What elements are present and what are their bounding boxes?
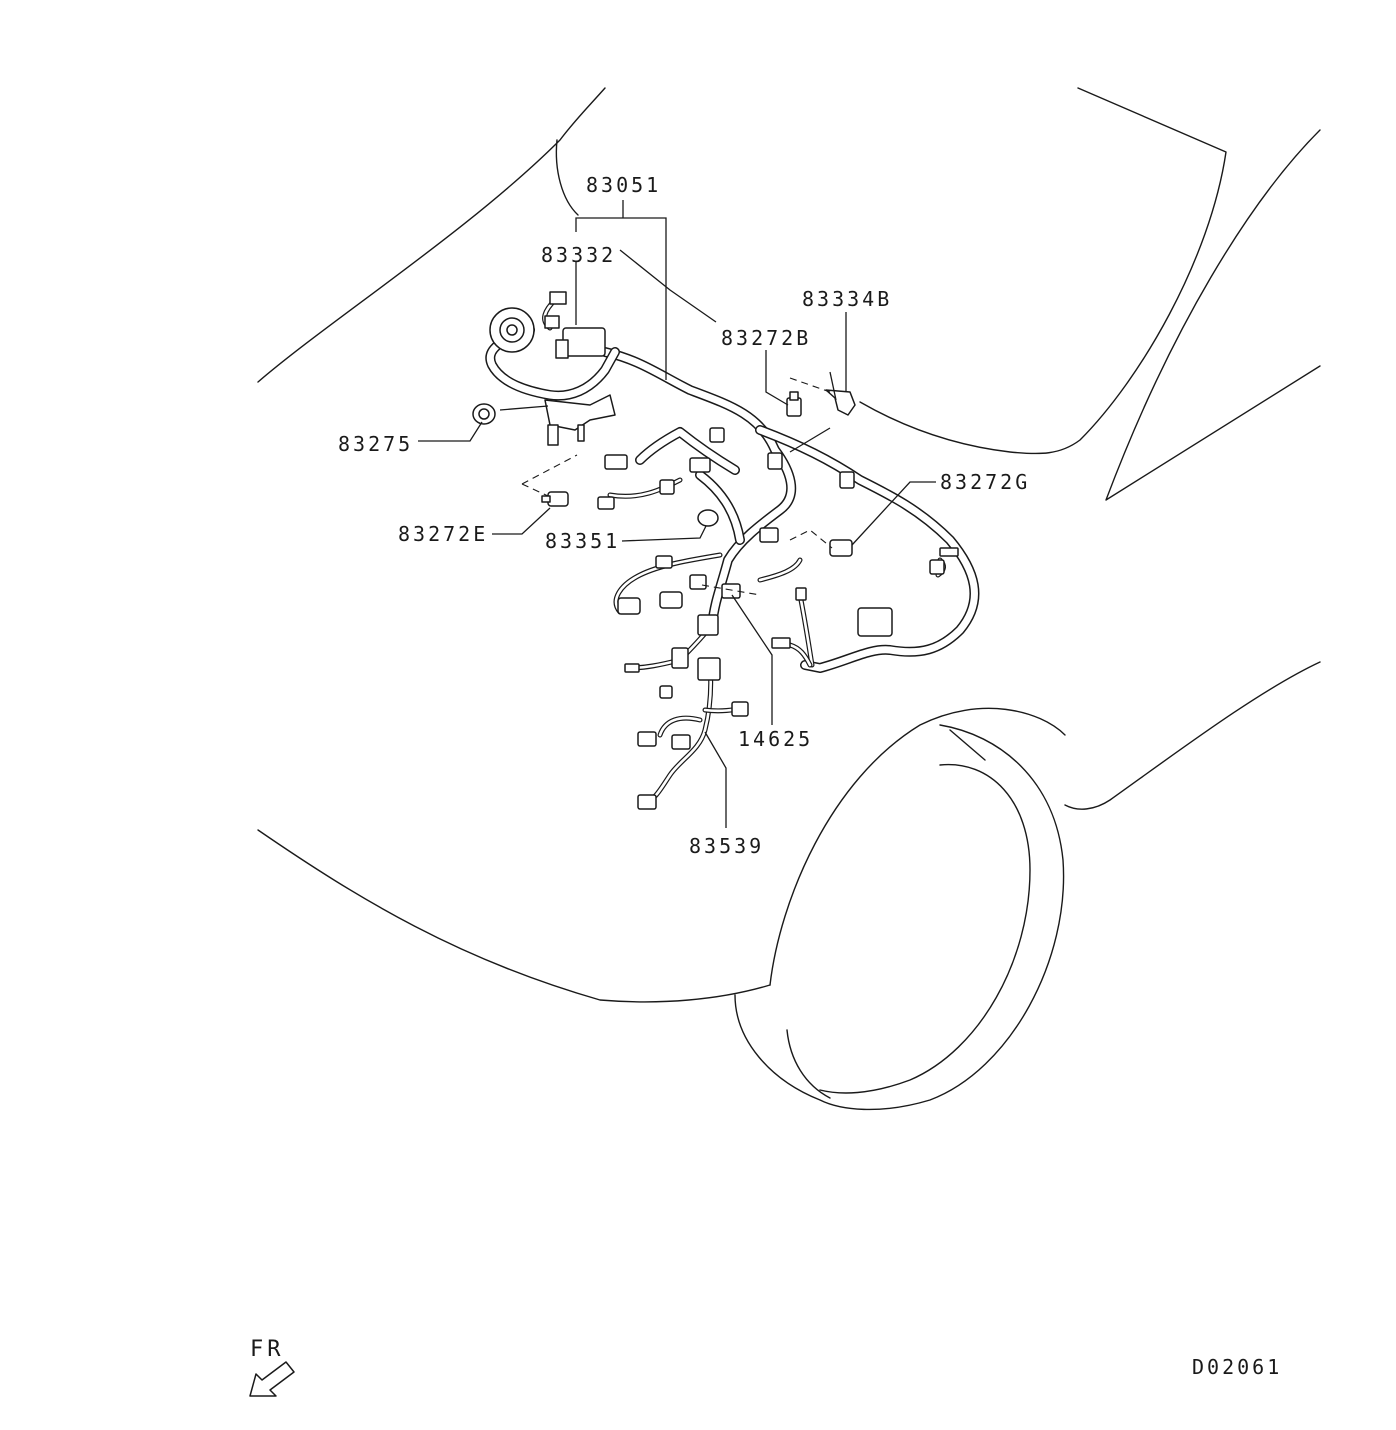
- label-83275: 83275: [338, 432, 413, 456]
- label-83272E: 83272E: [398, 522, 488, 546]
- label-83332: 83332: [541, 243, 616, 267]
- gear-connector: [489, 307, 535, 353]
- harness-components: [472, 291, 959, 810]
- label-83272G: 83272G: [940, 470, 1030, 494]
- connector-83332-body: [562, 327, 606, 357]
- grommet-83351: [697, 509, 719, 527]
- part-labels: 83051 83332 83334B 83272B 83275 83272G 8…: [338, 173, 1030, 858]
- clip-83272B: [786, 391, 802, 417]
- hood-rear-edge: [859, 87, 1227, 455]
- direction-label: FR: [250, 1337, 285, 1362]
- diagram-code: D02061: [1192, 1355, 1282, 1379]
- fender-line: [1064, 661, 1321, 810]
- lower-body-line: [257, 829, 771, 1003]
- label-83539: 83539: [689, 834, 764, 858]
- front-arrow-icon: [249, 1361, 295, 1397]
- label-14625: 14625: [738, 727, 813, 751]
- wheel-arch: [769, 707, 1066, 986]
- tire-side: [786, 1029, 831, 1099]
- label-83272B: 83272B: [721, 326, 811, 350]
- junction-block: [857, 607, 893, 637]
- front-direction-indicator: FR: [249, 1337, 295, 1397]
- grommet-83275: [472, 403, 496, 425]
- bracket-83334B: [825, 389, 856, 416]
- label-83334B: 83334B: [802, 287, 892, 311]
- tire-outer: [734, 724, 1065, 1111]
- hood-outline: [257, 87, 606, 383]
- vehicle-body-outline: [257, 87, 1321, 1111]
- tire-inner: [819, 763, 1031, 1094]
- wiring-harness: [472, 291, 980, 810]
- tire-tread: [949, 729, 986, 761]
- hood-crease: [555, 139, 579, 216]
- windshield-pillar: [1105, 129, 1321, 501]
- leader-lines: [418, 200, 936, 828]
- label-83051: 83051: [586, 173, 661, 197]
- label-83351: 83351: [545, 529, 620, 553]
- clip-83272E: [541, 491, 569, 507]
